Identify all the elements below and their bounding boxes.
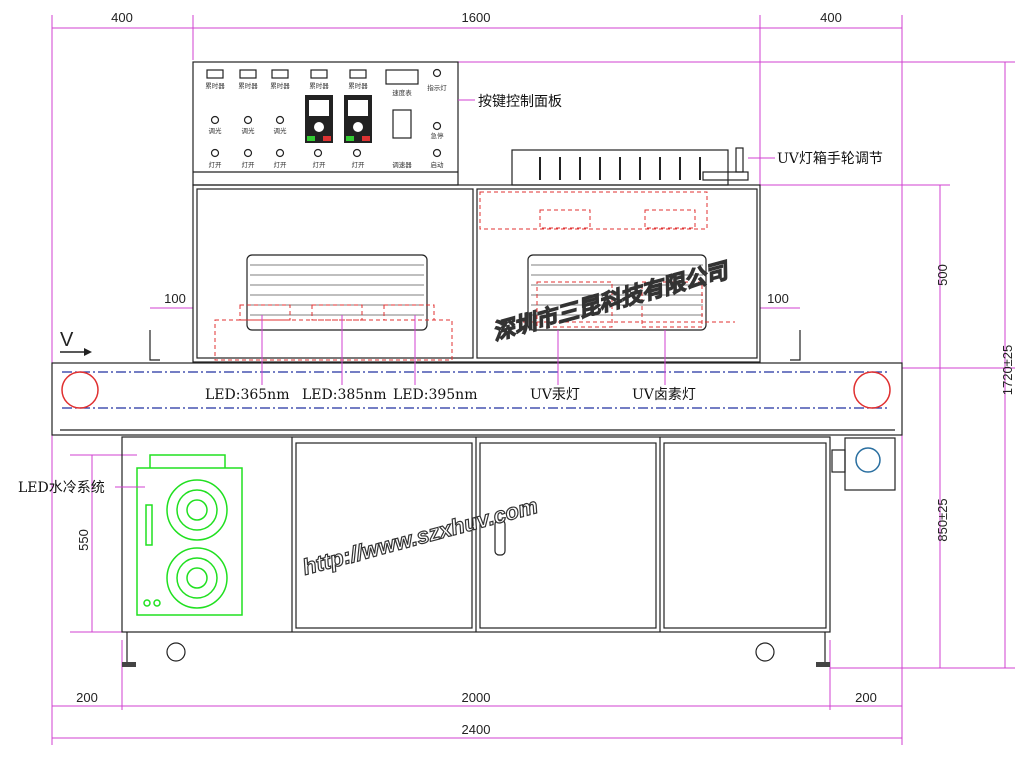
timer-label: 累时器 xyxy=(238,81,258,90)
conveyor xyxy=(51,348,903,436)
dim-bottom-center: 2000 xyxy=(462,690,491,705)
lower-cabinet xyxy=(121,436,831,667)
control-panel: 累时器 累时器 累时器 累时器 累时器 速度表 指示灯 调光 调光 调光 急停 … xyxy=(192,61,459,186)
dim-top-center: 1600 xyxy=(462,10,491,25)
led-water-chiller xyxy=(136,454,243,616)
dimmer-label: 调光 xyxy=(209,126,223,135)
dim-right-total: 1720±25 xyxy=(1000,345,1015,396)
conveyor-roller-right xyxy=(853,371,891,409)
speed-controller-label: 调速器 xyxy=(392,160,412,169)
callout-control-panel: 按键控制面板 xyxy=(478,94,562,110)
watermark-company: 深圳市三昆科技有限公司 xyxy=(490,257,733,345)
timer-label: 累时器 xyxy=(348,81,368,90)
motor xyxy=(831,437,896,491)
dim-gap-right: 100 xyxy=(767,291,789,306)
lamp-switch-label: 灯开 xyxy=(209,160,223,169)
dim-right-lower: 850±25 xyxy=(935,498,950,541)
callout-led385: LED:385nm xyxy=(302,387,386,403)
emergency-stop-label: 急停 xyxy=(431,131,445,140)
lamp-switch-label: 灯开 xyxy=(274,160,288,169)
door-handle xyxy=(494,519,506,556)
extension-lines xyxy=(51,15,1015,745)
dim-total-width: 2400 xyxy=(462,722,491,737)
callout-uv-mercury: UV汞灯 xyxy=(530,387,580,403)
callout-uv-halogen: UV卤素灯 xyxy=(632,387,696,403)
dimmer-label: 调光 xyxy=(242,126,256,135)
dim-bottom-left: 200 xyxy=(76,690,98,705)
upper-cabinet xyxy=(149,184,801,363)
caster-right xyxy=(755,642,775,662)
timer-label: 累时器 xyxy=(270,81,290,90)
dim-right-upper: 500 xyxy=(935,264,950,286)
dim-top-right: 400 xyxy=(820,10,842,25)
callout-led395: LED:395nm xyxy=(393,387,477,403)
conveyor-roller-left xyxy=(61,371,99,409)
lamp-switch-label: 灯开 xyxy=(352,160,366,169)
inverter-1 xyxy=(305,95,333,143)
watermark-url: http://www.szxhuv.com xyxy=(300,493,541,580)
callout-handwheel: UV灯箱手轮调节 xyxy=(777,151,883,167)
lamp-switch-label: 灯开 xyxy=(242,160,256,169)
inverter-2 xyxy=(344,95,372,143)
timer-label: 累时器 xyxy=(205,81,225,90)
dim-gap-left: 100 xyxy=(164,291,186,306)
callout-chiller: LED水冷系统 xyxy=(18,480,105,496)
indicator-label: 指示灯 xyxy=(427,83,447,92)
lamp-switch-label: 灯开 xyxy=(313,160,327,169)
speed-meter-label: 速度表 xyxy=(392,88,412,97)
callout-led365: LED:365nm xyxy=(205,387,289,403)
dim-top-left: 400 xyxy=(111,10,133,25)
timer-label: 累时器 xyxy=(309,81,329,90)
dim-chiller: 550 xyxy=(76,529,91,551)
handwheel xyxy=(702,171,749,181)
caster-left xyxy=(166,642,186,662)
start-label: 启动 xyxy=(431,160,445,169)
dim-bottom-right: 200 xyxy=(855,690,877,705)
dimension-lines xyxy=(52,27,1006,739)
uv-lamp-box-top xyxy=(511,147,749,186)
conveyor-direction: V xyxy=(60,329,74,351)
dimmer-label: 调光 xyxy=(274,126,288,135)
